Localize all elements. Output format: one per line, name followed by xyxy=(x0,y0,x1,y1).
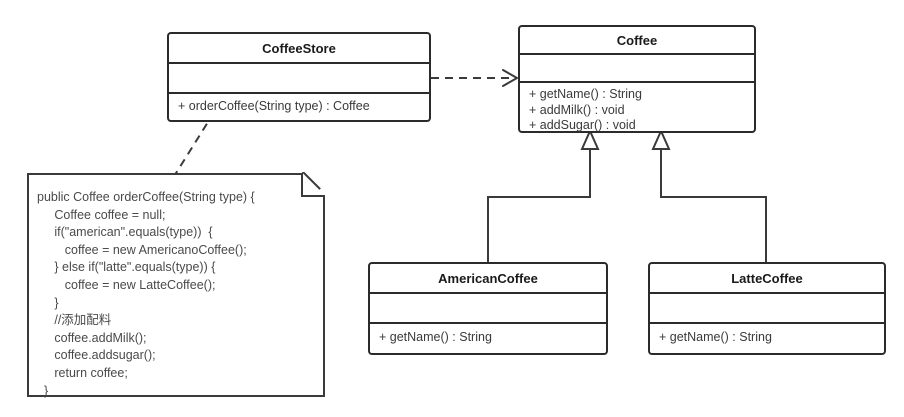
class-operations-lattecoffee: + getName() : String xyxy=(650,324,884,353)
class-attributes-americancoffee xyxy=(370,294,606,324)
operation-get-name: + getName() : String xyxy=(529,87,642,101)
class-name-lattecoffee: LatteCoffee xyxy=(650,264,884,294)
class-operations-americancoffee: + getName() : String xyxy=(370,324,606,353)
operation-add-sugar: + addSugar() : void xyxy=(529,118,636,132)
class-box-lattecoffee[interactable]: LatteCoffee + getName() : String xyxy=(648,262,886,355)
operation-add-milk: + addMilk() : void xyxy=(529,102,625,117)
dependency-coffeestore-to-coffee-edge xyxy=(431,69,518,87)
class-attributes-coffee xyxy=(520,55,754,83)
note-code-text: public Coffee orderCoffee(String type) {… xyxy=(37,190,255,398)
class-box-coffee[interactable]: Coffee + getName() : String + addMilk() … xyxy=(518,25,756,133)
operation-get-name-americancoffee: + getName() : String xyxy=(379,330,492,344)
class-operations-coffee: + getName() : String + addMilk() : void … xyxy=(520,83,754,132)
class-name-americancoffee: AmericanCoffee xyxy=(370,264,606,294)
note-fold-corner-icon xyxy=(301,171,325,197)
class-attributes-lattecoffee xyxy=(650,294,884,324)
note-box-ordercoffee-implementation[interactable]: public Coffee orderCoffee(String type) {… xyxy=(27,171,325,398)
class-operations-coffeestore: + orderCoffee(String type) : Coffee xyxy=(169,94,429,120)
note-anchor-to-coffeestore-edge xyxy=(172,121,209,179)
class-box-coffeestore[interactable]: CoffeeStore + orderCoffee(String type) :… xyxy=(167,32,431,122)
class-name-coffee: Coffee xyxy=(520,27,754,55)
generalization-americancoffee-to-coffee-edge xyxy=(487,128,600,262)
operation-get-name-lattecoffee: + getName() : String xyxy=(659,330,772,344)
class-name-coffeestore: CoffeeStore xyxy=(169,34,429,64)
class-box-americancoffee[interactable]: AmericanCoffee + getName() : String xyxy=(368,262,608,355)
operation-order-coffee: + orderCoffee(String type) : Coffee xyxy=(178,99,370,113)
generalization-lattecoffee-to-coffee-edge xyxy=(651,128,767,262)
class-attributes-coffeestore xyxy=(169,64,429,94)
